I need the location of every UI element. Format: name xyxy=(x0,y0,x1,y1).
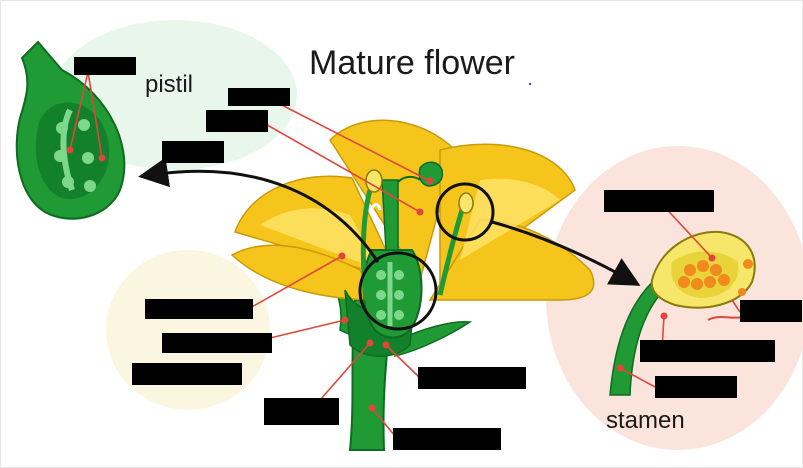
redacted-label[interactable] xyxy=(418,367,526,389)
redacted-label[interactable] xyxy=(206,110,268,132)
redacted-label[interactable] xyxy=(604,190,714,212)
redacted-label[interactable] xyxy=(228,88,290,106)
pointer-dot xyxy=(99,155,106,162)
stamen-label: stamen xyxy=(606,407,685,434)
redacted-label[interactable] xyxy=(145,299,253,319)
pistil-label: pistil xyxy=(145,71,193,98)
redacted-label[interactable] xyxy=(162,333,272,353)
stray-dot xyxy=(529,83,531,85)
redacted-label[interactable] xyxy=(740,300,802,322)
pointer-dot xyxy=(67,147,74,154)
redacted-label[interactable] xyxy=(393,428,501,450)
redacted-label[interactable] xyxy=(264,398,339,425)
redacted-label[interactable] xyxy=(74,57,136,75)
sepal-bubble xyxy=(106,250,270,410)
redacted-label[interactable] xyxy=(162,141,224,163)
redacted-label[interactable] xyxy=(132,363,242,385)
redacted-label[interactable] xyxy=(640,340,775,362)
redacted-label[interactable] xyxy=(655,376,737,398)
diagram-title: Mature flower xyxy=(309,44,515,82)
